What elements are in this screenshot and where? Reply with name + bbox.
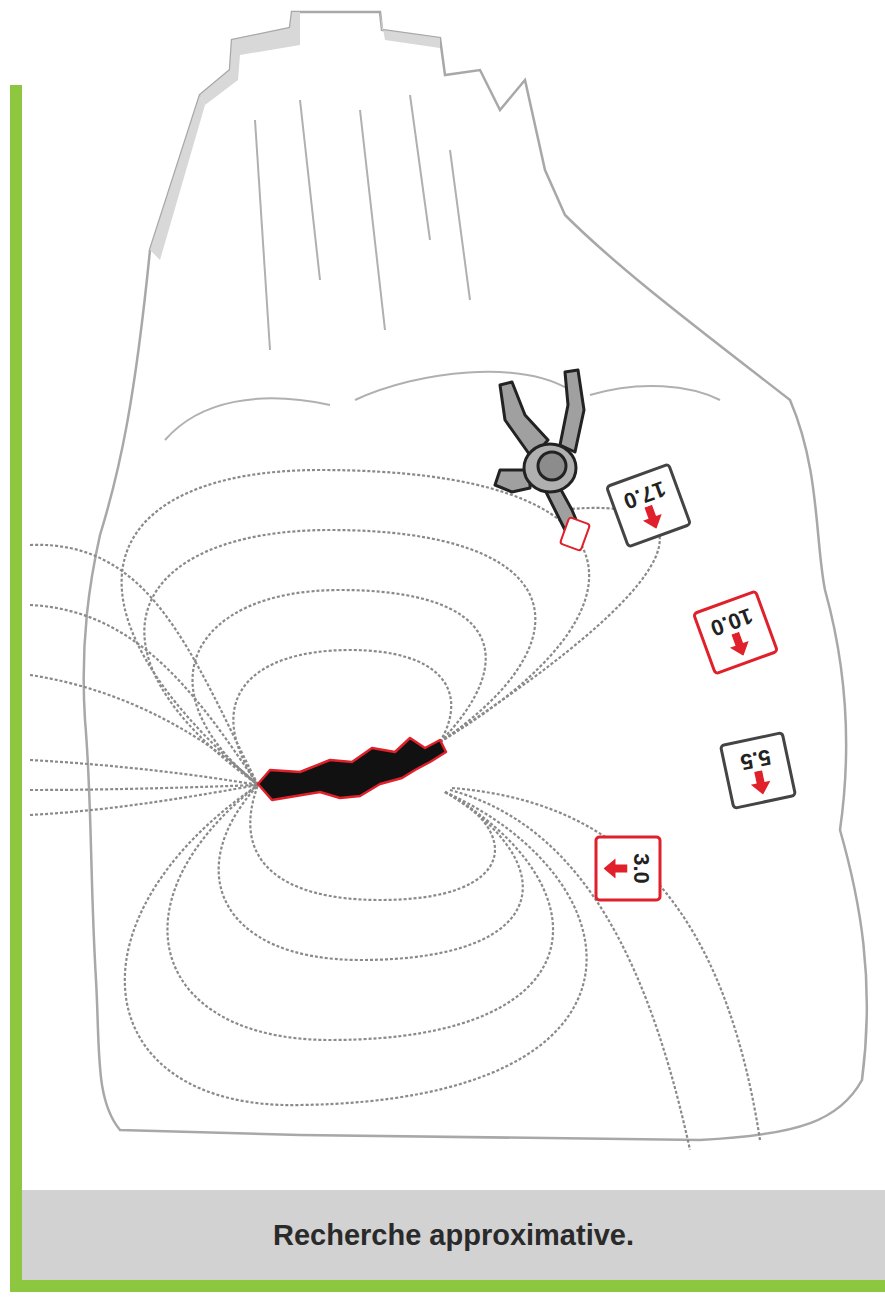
frame-bar xyxy=(10,85,22,1292)
direction-arrow xyxy=(748,768,773,796)
rock-lines xyxy=(165,95,720,440)
distance-reading: 17.0 xyxy=(620,475,669,512)
direction-arrow xyxy=(604,858,628,878)
peak-shade xyxy=(200,12,300,105)
distance-reading: 10.0 xyxy=(707,602,756,639)
field-lines xyxy=(30,470,760,1150)
beacon-display: 5.5 xyxy=(719,730,797,809)
caption-band: Recherche approximative. xyxy=(22,1190,885,1280)
searcher-figure xyxy=(495,370,584,540)
beacon-display: 10.0 xyxy=(691,589,779,676)
mountain-outline xyxy=(84,12,867,1140)
distance-reading: 3.0 xyxy=(628,853,652,884)
small-beacon xyxy=(560,517,590,551)
beacon-display: 3.0 xyxy=(595,835,662,901)
frame-bar xyxy=(10,1280,885,1292)
peak-shade xyxy=(380,12,440,48)
distance-reading: 5.5 xyxy=(738,743,773,773)
buried-victim xyxy=(258,738,446,800)
peak-shade xyxy=(150,95,205,260)
caption: Recherche approximative. xyxy=(273,1219,634,1252)
beacon-display: 17.0 xyxy=(604,462,692,549)
